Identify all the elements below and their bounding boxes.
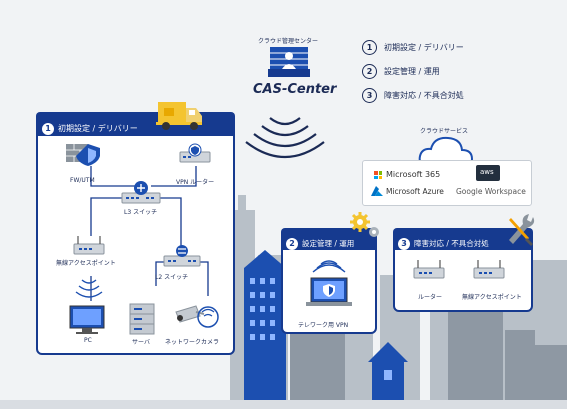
ap-label: 無線アクセスポイント: [56, 260, 116, 267]
panel2-number: 2: [286, 237, 298, 250]
cloud-services-caption: クラウドサービス: [420, 128, 469, 135]
wrench-screwdriver-icon: [509, 214, 535, 246]
panel1-title: 初期設定 / デリバリー: [58, 124, 138, 133]
legend-2-label: 設定管理 / 運用: [384, 67, 440, 76]
legend-1-number: 1: [362, 40, 377, 55]
office-network-diagram: [66, 143, 219, 335]
telework-laptop-icon: [306, 260, 352, 306]
delivery-truck-icon: [156, 102, 202, 130]
legend: 1 初期設定 / デリバリー 2 設定管理 / 運用 3 障害対応 / 不具合対…: [362, 40, 522, 110]
pc-icon: [69, 305, 105, 334]
data-center-icon: [268, 47, 310, 77]
broadcast-waves-icon: [245, 117, 325, 159]
telework-vpn-label: テレワーク用 VPN: [298, 322, 349, 329]
server-icon: [129, 303, 155, 335]
legend-2-number: 2: [362, 64, 377, 79]
server-label: サーバ: [132, 339, 150, 346]
cloud-service-google-workspace: Google Workspace: [456, 187, 526, 196]
azure-logo-icon: [371, 186, 383, 196]
l2-switch-icon: [163, 245, 201, 267]
camera-label: ネットワークカメラ: [165, 339, 220, 346]
legend-3-label: 障害対応 / 不具合対処: [384, 91, 464, 100]
vpn-router-icon: [179, 143, 211, 163]
panel3-number: 3: [398, 237, 410, 250]
ap-label-2: 無線アクセスポイント: [462, 294, 522, 301]
cloud-service-azure: Microsoft Azure: [386, 187, 444, 196]
legend-3-number: 3: [362, 88, 377, 103]
panel-troubleshooting-header: 3 障害対応 / 不具合対処: [393, 228, 533, 250]
panel1-number: 1: [42, 122, 54, 135]
cloud-service-microsoft365: Microsoft 365: [386, 170, 441, 179]
cas-center-title: CAS-Center: [253, 82, 337, 97]
network-camera-icon: [175, 305, 219, 328]
router-icon: [413, 260, 445, 279]
vpn-router-label: VPN ルーター: [176, 179, 215, 186]
aws-logo-icon: [476, 165, 500, 181]
panel2-title: 設定管理 / 運用: [302, 239, 355, 248]
wireless-ap-icon-2: [473, 260, 505, 279]
cloud-icon: [418, 136, 474, 167]
microsoft-logo-icon: [374, 171, 382, 179]
cloud-management-caption: クラウド管理センター: [258, 38, 319, 45]
l2-switch-label: L2 スイッチ: [155, 274, 189, 281]
router-label: ルーター: [418, 294, 443, 301]
wireless-ap-icon: [73, 236, 105, 298]
gears-icon: [350, 212, 379, 237]
cloud-services-box: [362, 160, 532, 206]
legend-1-label: 初期設定 / デリバリー: [384, 43, 464, 52]
firewall-icon: [66, 144, 100, 166]
l3-switch-label: L3 スイッチ: [124, 209, 158, 216]
troubleshoot-devices: [413, 260, 505, 279]
fw-label: FW/UTM: [70, 177, 95, 184]
pc-label: PC: [84, 337, 92, 344]
l3-switch-icon: [121, 181, 161, 204]
panel-config-management-header: 2 設定管理 / 運用: [281, 228, 377, 250]
panel3-title: 障害対応 / 不具合対処: [414, 239, 489, 248]
cloud-service-aws: aws: [480, 168, 494, 176]
